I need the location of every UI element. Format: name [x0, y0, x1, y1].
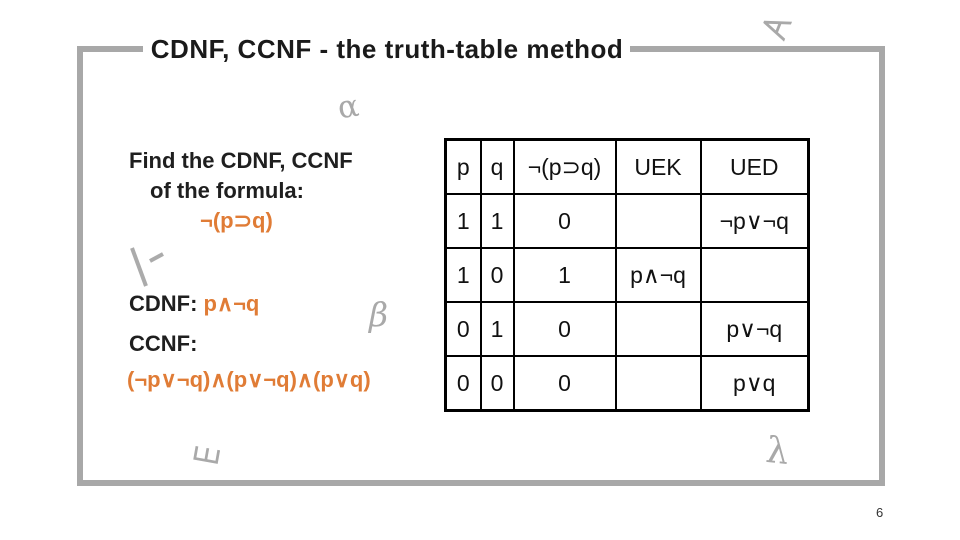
truth-table-row: 1 1 0 ¬p∨¬q [444, 193, 810, 249]
frame-top-left-segment [77, 46, 143, 52]
truth-table-row: 1 0 1 p∧¬q [444, 247, 810, 303]
forall-decoration-glyph: ∀ [751, 8, 798, 44]
header-cell-formula: ¬(p⊃q) [512, 138, 617, 195]
frame-bottom-border [77, 480, 885, 486]
target-formula: ¬(p⊃q) [200, 208, 273, 233]
table-cell: 1 [444, 193, 482, 249]
cdnf-label: CDNF: [129, 291, 204, 316]
table-cell: ¬p∨¬q [699, 193, 810, 249]
stroke-decoration-glyph [130, 247, 164, 287]
ccnf-label: CCNF: [129, 331, 198, 356]
ccnf-value: (¬p∨¬q)∧(p∨¬q)∧(p∨q) [127, 367, 371, 392]
table-cell: p∨¬q [699, 301, 810, 357]
table-cell: 1 [512, 247, 617, 303]
table-cell: 1 [479, 193, 515, 249]
table-cell [614, 193, 702, 249]
page-number: 6 [876, 505, 884, 520]
table-cell [614, 301, 702, 357]
truth-table-row: 0 1 0 p∨¬q [444, 301, 810, 357]
header-cell-p: p [444, 138, 482, 195]
table-cell: p∧¬q [614, 247, 702, 303]
table-cell: 0 [512, 355, 617, 412]
cdnf-line: CDNF: p∧¬q [129, 291, 259, 317]
table-cell: 0 [444, 355, 482, 412]
truth-table: p q ¬(p⊃q) UEK UED 1 1 0 ¬p∨¬q 1 0 1 p∧¬… [444, 138, 810, 412]
header-cell-q: q [479, 138, 515, 195]
beta-decoration-glyph: β [369, 295, 389, 334]
slide-title: CDNF, CCNF - the truth-table method [150, 34, 624, 64]
header-cell-ued: UED [699, 138, 810, 195]
table-cell: 1 [444, 247, 482, 303]
table-cell [614, 355, 702, 412]
table-cell: 1 [479, 301, 515, 357]
prompt-line-2: of the formula: [150, 178, 304, 203]
frame-right-border [879, 46, 885, 486]
lambda-decoration-glyph: λ [763, 429, 791, 474]
truth-table-header-row: p q ¬(p⊃q) UEK UED [444, 138, 810, 195]
alpha-decoration-glyph: α [335, 87, 362, 127]
table-cell: p∨q [699, 355, 810, 412]
header-cell-uek: UEK [614, 138, 702, 195]
truth-table-row: 0 0 0 p∨q [444, 355, 810, 412]
exists-decoration-glyph: ∃ [183, 442, 227, 468]
table-cell [699, 247, 810, 303]
table-cell: 0 [512, 301, 617, 357]
prompt-line-1: Find the CDNF, CCNF [129, 148, 353, 173]
table-cell: 0 [479, 355, 515, 412]
table-cell: 0 [479, 247, 515, 303]
frame-top-right-segment [630, 46, 885, 52]
table-cell: 0 [512, 193, 617, 249]
table-cell: 0 [444, 301, 482, 357]
cdnf-value: p∧¬q [203, 291, 260, 316]
frame-left-border [77, 46, 83, 486]
